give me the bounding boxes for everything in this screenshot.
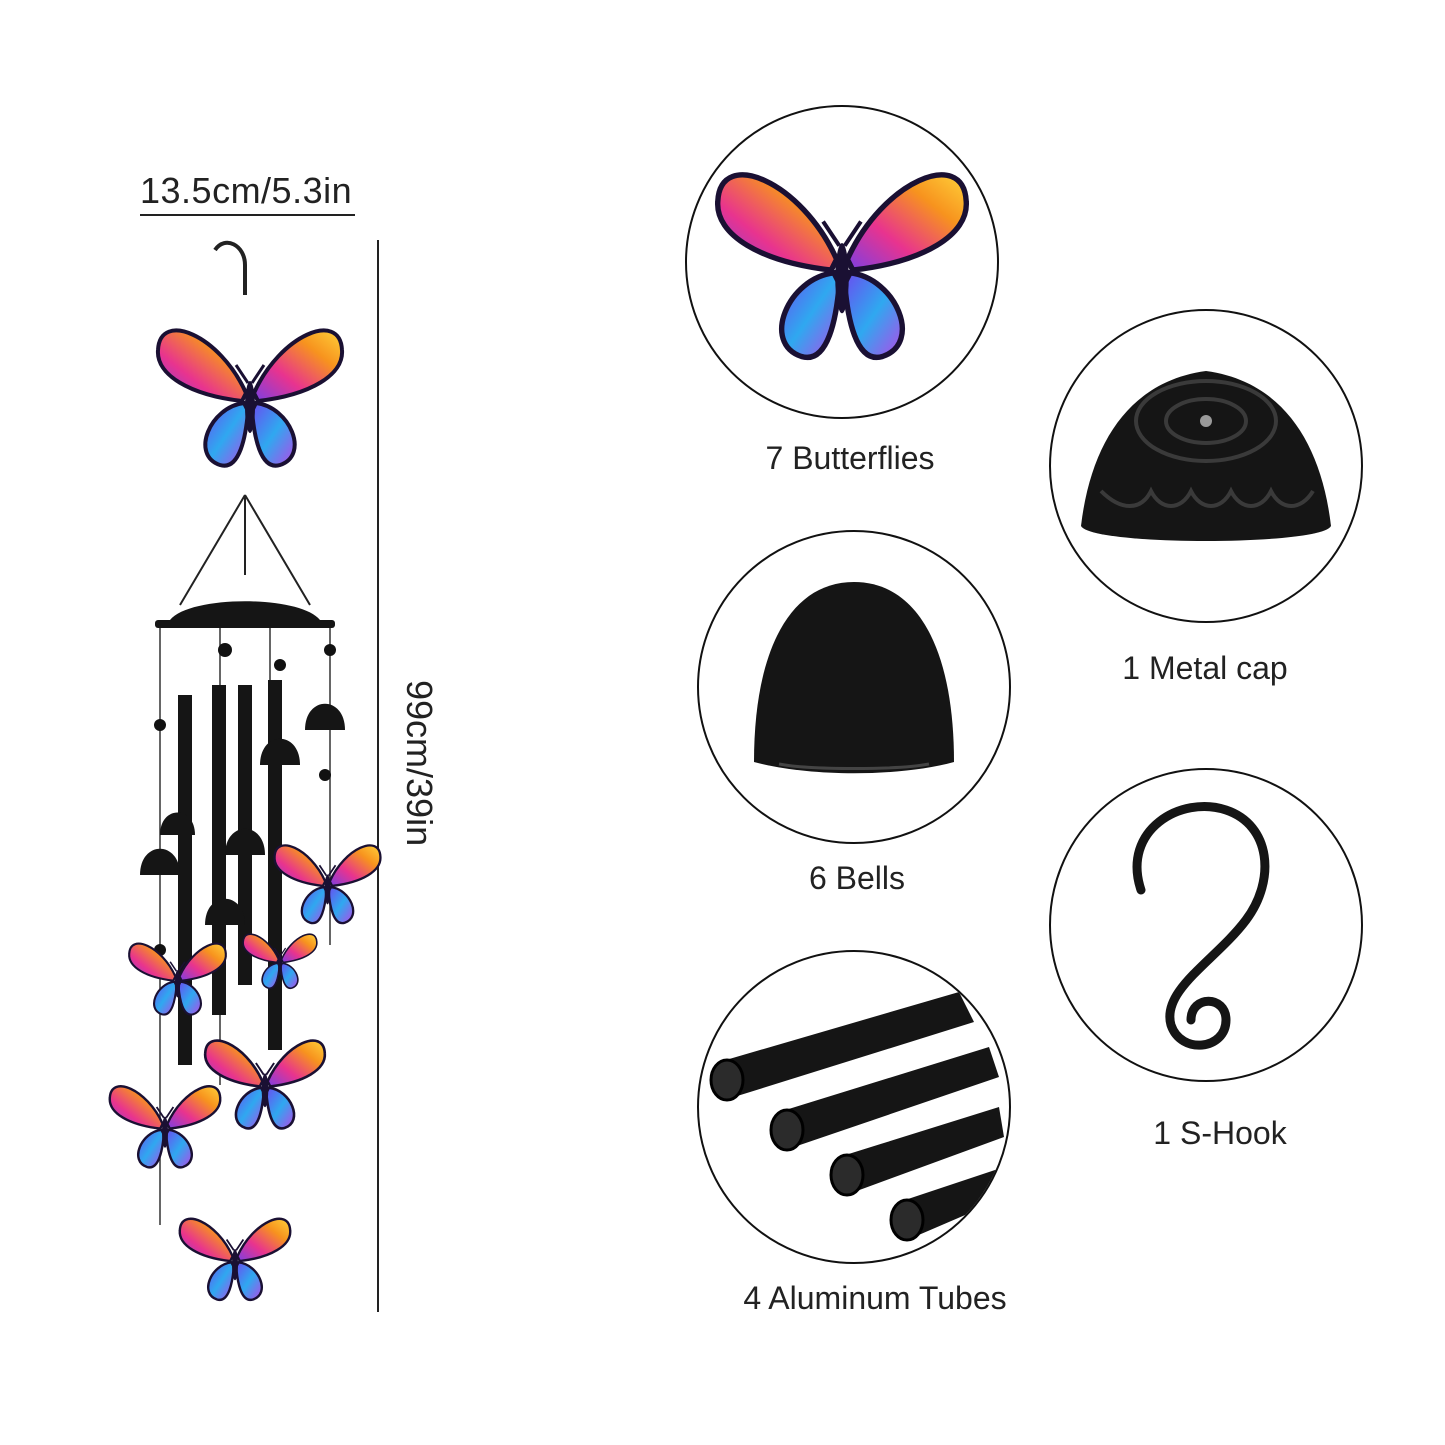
metal-cap-caption: 1 Metal cap bbox=[1122, 650, 1288, 686]
chime-hook-icon bbox=[213, 240, 247, 295]
top-butterfly-icon bbox=[158, 330, 342, 465]
width-dimension-label: 13.5cm/5.3in bbox=[140, 170, 353, 211]
butterfly-circle bbox=[685, 105, 999, 419]
bell-circle bbox=[697, 530, 1011, 844]
bell-b-icon bbox=[260, 738, 300, 765]
height-dimension-line bbox=[377, 240, 379, 1312]
butterfly-icon bbox=[687, 107, 997, 417]
s-hook-icon bbox=[1132, 802, 1270, 1050]
metal-cap-icon bbox=[1081, 371, 1331, 541]
aluminum-tubes-caption: 4 Aluminum Tubes bbox=[743, 1280, 1007, 1316]
bell-d-icon bbox=[225, 828, 265, 855]
aluminum-tubes-icon bbox=[709, 992, 1007, 1242]
bell-a-icon bbox=[305, 703, 345, 730]
bells-caption: 6 Bells bbox=[808, 860, 906, 896]
s-hook-caption: 1 S-Hook bbox=[1153, 1115, 1287, 1151]
wind-chime-illustration bbox=[100, 225, 390, 1325]
bell-c-icon bbox=[140, 848, 180, 875]
bell-f-icon bbox=[160, 812, 195, 835]
chime-cap-icon bbox=[155, 601, 335, 625]
bell-e-icon bbox=[205, 898, 245, 925]
bell-icon bbox=[754, 582, 954, 774]
metal-cap-circle bbox=[1049, 309, 1363, 623]
height-dimension-label: 99cm/39in bbox=[399, 680, 440, 847]
butterflies-caption: 7 Butterflies bbox=[765, 440, 935, 476]
aluminum-tubes-circle bbox=[697, 950, 1011, 1264]
tube-2-icon bbox=[212, 685, 226, 1015]
s-hook-circle bbox=[1049, 768, 1363, 1082]
width-dimension-line bbox=[140, 214, 355, 216]
